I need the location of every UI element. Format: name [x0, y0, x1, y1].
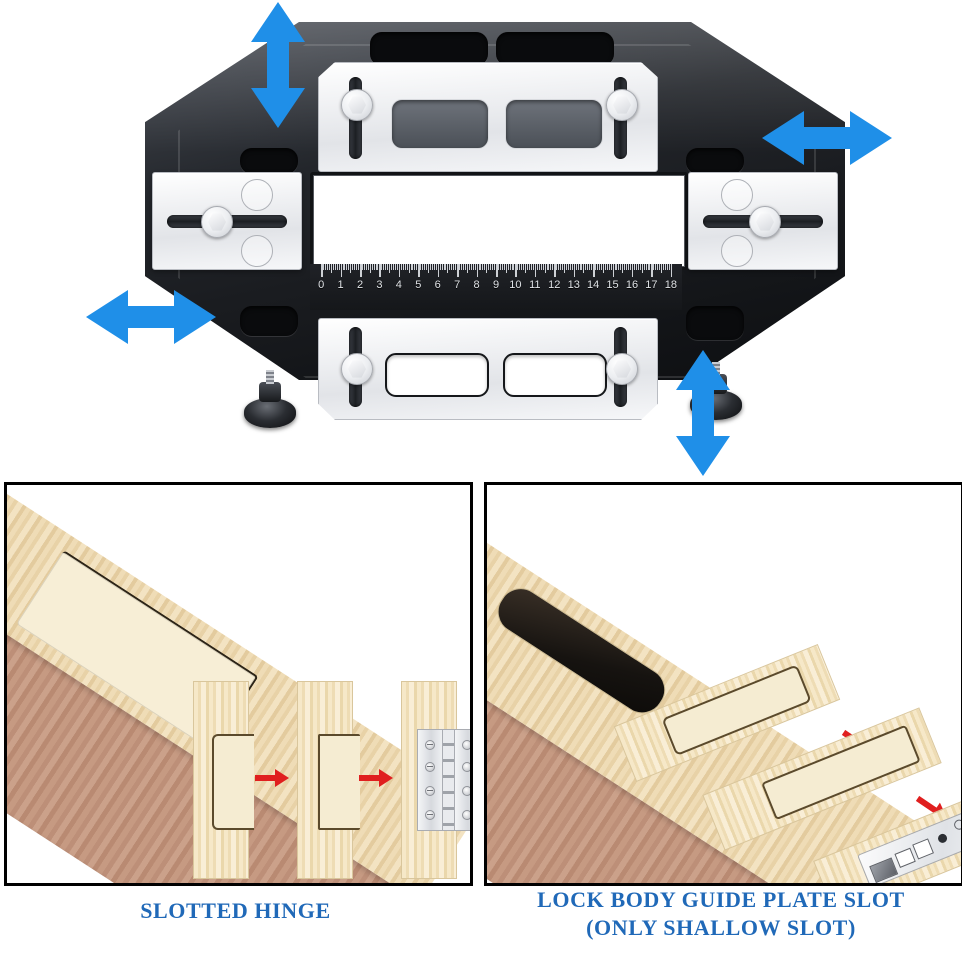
guide-block-left-top — [240, 148, 298, 174]
hex-bolt-right-side[interactable] — [749, 206, 781, 238]
plate-hole-left-upper — [241, 179, 273, 211]
step-board-squared — [297, 681, 360, 879]
plate-hole-right-lower — [721, 235, 753, 267]
top-sliding-plate[interactable] — [318, 62, 658, 172]
ruler-label-7: 7 — [454, 279, 461, 291]
hex-bolt-left-side[interactable] — [201, 206, 233, 238]
body-slot-top-left — [370, 32, 488, 66]
ruler-label-11: 11 — [529, 279, 541, 291]
jig-center-window — [310, 172, 688, 270]
lock-strike-plate — [857, 801, 961, 883]
hinge-step-sequence — [193, 681, 470, 879]
hex-bolt-top-left[interactable] — [341, 89, 373, 121]
hinge-knuckle — [443, 729, 454, 831]
plate-hole-left-lower — [241, 235, 273, 267]
marked-guide-slot — [761, 724, 921, 821]
right-caption-line2: (ONLY SHALLOW SLOT) — [586, 914, 856, 940]
arrow-left-horizontal — [86, 286, 216, 348]
plate-cutout-top-left — [391, 99, 489, 149]
ruler-label-14: 14 — [587, 279, 600, 291]
plate-cutout-bottom-right — [503, 353, 607, 397]
ruler-label-5: 5 — [415, 279, 422, 291]
bottom-sliding-plate[interactable] — [318, 318, 658, 420]
body-slot-top-right — [496, 32, 614, 66]
guide-block-right-top — [686, 148, 744, 174]
guide-block-left-bottom — [240, 306, 298, 336]
arrow-right-horizontal — [762, 107, 892, 169]
hex-bolt-bottom-right[interactable] — [606, 353, 638, 385]
butt-hinge-icon — [417, 729, 470, 831]
slotted-hinge-panel — [4, 482, 473, 886]
shallow-guide-slot — [661, 664, 812, 757]
squared-mortise — [318, 734, 360, 830]
step-arrow-1 — [255, 769, 289, 792]
ruler-label-12: 12 — [548, 279, 561, 291]
plate-hole-right-upper — [721, 179, 753, 211]
left-sliding-plate[interactable] — [152, 172, 302, 270]
ruler-label-18: 18 — [664, 279, 677, 291]
right-panel-caption: LOCK BODY GUIDE PLATE SLOT (ONLY SHALLOW… — [484, 886, 958, 941]
ruler-label-1: 1 — [337, 279, 344, 291]
ruler-label-13: 13 — [567, 279, 580, 291]
ruler-label-17: 17 — [645, 279, 658, 291]
step-board-routed — [193, 681, 254, 879]
left-caption-text: SLOTTED HINGE — [140, 898, 331, 923]
ruler-label-3: 3 — [376, 279, 383, 291]
hex-bolt-bottom-left[interactable] — [341, 353, 373, 385]
guide-block-right-bottom — [686, 306, 744, 340]
hinge-leaf-right — [453, 729, 470, 831]
ruler-ticks — [310, 264, 682, 279]
plate-cutout-top-right — [505, 99, 603, 149]
ruler-label-4: 4 — [395, 279, 402, 291]
hex-bolt-top-right[interactable] — [606, 89, 638, 121]
plate-cutout-bottom-left — [385, 353, 489, 397]
arrow-top-vertical — [247, 2, 309, 128]
right-caption-line1: LOCK BODY GUIDE PLATE SLOT — [537, 887, 905, 912]
ruler-label-16: 16 — [625, 279, 639, 291]
ruler-label-2: 2 — [356, 279, 364, 291]
ruler-label-8: 8 — [473, 279, 480, 291]
step-arrow-2 — [359, 769, 393, 792]
ruler-label-15: 15 — [606, 279, 619, 291]
ruler-label-9: 9 — [492, 279, 500, 291]
arrow-bottom-vertical — [672, 350, 734, 476]
right-sliding-plate[interactable] — [688, 172, 838, 270]
ruler-label-10: 10 — [509, 279, 522, 291]
lock-body-guide-plate-slot-panel — [484, 482, 962, 886]
hinge-leaf-left — [417, 729, 444, 831]
routed-mortise — [212, 734, 254, 830]
ruler-label-0: 0 — [318, 279, 325, 291]
clamp-knob-left[interactable] — [244, 370, 296, 428]
ruler-label-6: 6 — [434, 279, 441, 291]
left-panel-caption: SLOTTED HINGE — [4, 898, 467, 924]
lock-step-sequence — [613, 643, 961, 883]
